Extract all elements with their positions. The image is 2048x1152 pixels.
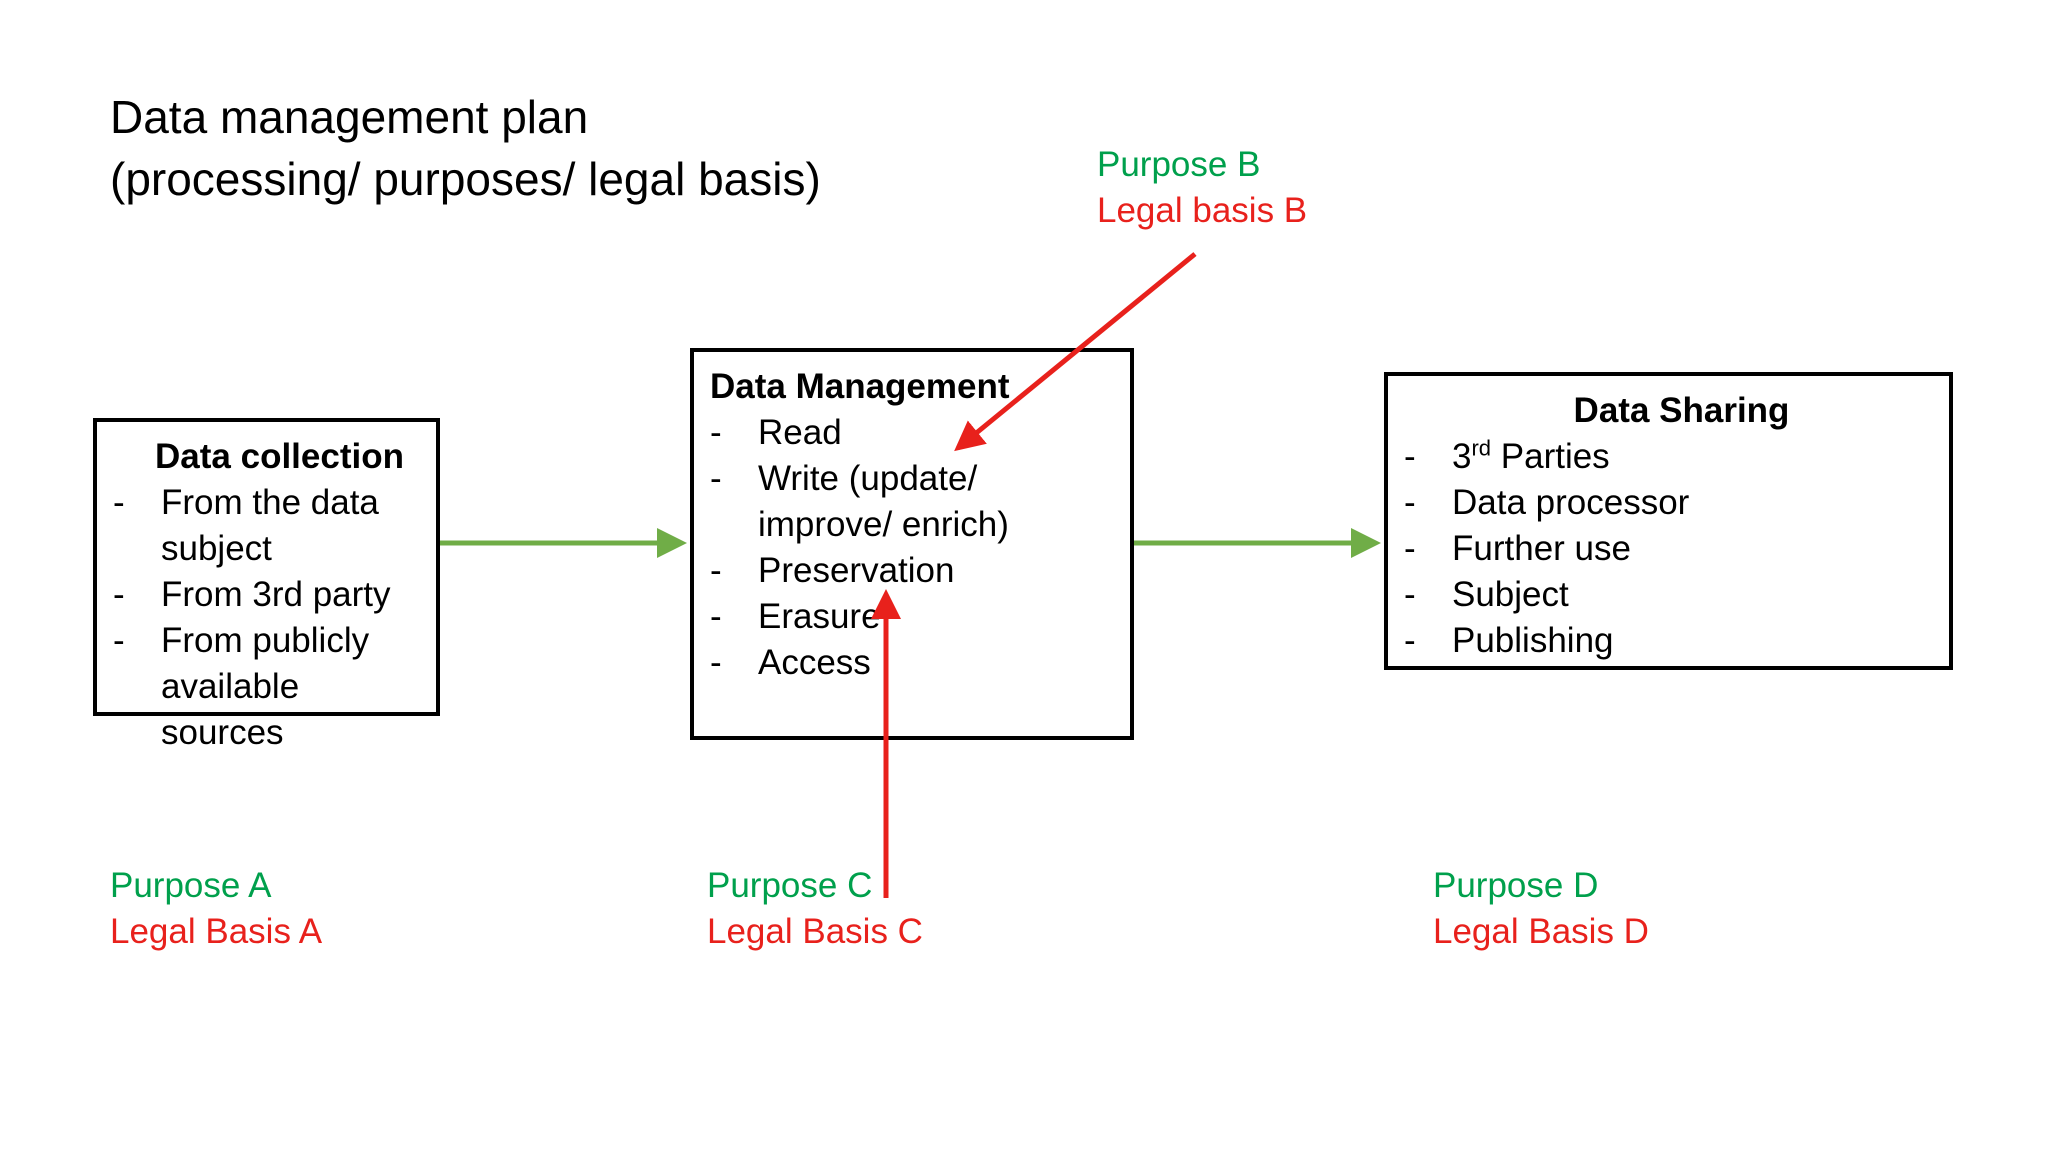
list-item: -From the data subject	[113, 480, 426, 572]
list-item: -Subject	[1404, 572, 1939, 618]
dash-bullet: -	[113, 621, 125, 660]
list-item-label: Further use	[1452, 529, 1631, 568]
dash-bullet: -	[710, 413, 722, 452]
purpose-d-label: Purpose D Legal Basis D	[1433, 863, 1649, 955]
data-sharing-title: Data Sharing	[1573, 391, 1790, 430]
legal-arrow-purpose-b	[954, 252, 1197, 452]
legal-basis-b-text: Legal basis B	[1097, 191, 1308, 230]
list-item-label: 3rd Parties	[1452, 437, 1610, 476]
data-collection-box: Data collection -From the data subject -…	[93, 418, 440, 752]
dash-bullet: -	[1404, 529, 1416, 568]
list-item-label: Erasure	[758, 597, 881, 636]
title-line-2: (processing/ purposes/ legal basis)	[110, 153, 821, 205]
list-item: -Publishing	[1404, 618, 1939, 664]
list-item: -Read	[710, 410, 1120, 456]
list-item: -Write (update/ improve/ enrich)	[710, 456, 1120, 548]
data-sharing-box: Data Sharing -3rd Parties -Data processo…	[1384, 372, 1953, 670]
list-item: -Access	[710, 640, 1120, 686]
list-item: -Preservation	[710, 548, 1120, 594]
list-item-label: Data processor	[1452, 483, 1690, 522]
list-item: -From 3rd party	[113, 572, 426, 618]
purpose-b-label: Purpose B Legal basis B	[1097, 142, 1307, 234]
list-item-label: From the data subject	[161, 483, 379, 568]
list-item-label: From publicly available sources	[161, 621, 370, 752]
ordinal-number: 3	[1452, 437, 1472, 476]
list-item-label: Write (update/ improve/ enrich)	[758, 459, 1009, 544]
list-item-label: Publishing	[1452, 621, 1614, 660]
data-management-box: Data Management -Read -Write (update/ im…	[690, 348, 1134, 740]
purpose-c-text: Purpose C	[707, 866, 873, 905]
purpose-a-text: Purpose A	[110, 866, 272, 905]
dash-bullet: -	[1404, 575, 1416, 614]
legal-basis-d-text: Legal Basis D	[1433, 912, 1649, 951]
purpose-c-label: Purpose C Legal Basis C	[707, 863, 923, 955]
ordinal-rest: Parties	[1491, 437, 1610, 476]
dash-bullet: -	[710, 597, 722, 636]
title-line-1: Data management plan	[110, 91, 589, 143]
dash-bullet: -	[113, 483, 125, 522]
data-sharing-list: -3rd Parties -Data processor -Further us…	[1404, 434, 1939, 664]
dash-bullet: -	[710, 551, 722, 590]
list-item-label: Access	[758, 643, 871, 682]
data-management-title: Data Management	[710, 367, 1010, 406]
legal-basis-a-text: Legal Basis A	[110, 912, 323, 951]
dash-bullet: -	[710, 459, 722, 498]
purpose-b-text: Purpose B	[1097, 145, 1261, 184]
dash-bullet: -	[1404, 437, 1416, 476]
list-item-label: From 3rd party	[161, 575, 391, 614]
legal-basis-c-text: Legal Basis C	[707, 912, 923, 951]
dash-bullet: -	[113, 575, 125, 614]
dash-bullet: -	[710, 643, 722, 682]
data-management-list: -Read -Write (update/ improve/ enrich) -…	[710, 410, 1120, 686]
list-item-label: Preservation	[758, 551, 955, 590]
page-title: Data management plan (processing/ purpos…	[110, 86, 821, 210]
data-collection-list: -From the data subject -From 3rd party -…	[113, 480, 426, 756]
dash-bullet: -	[1404, 483, 1416, 522]
purpose-a-label: Purpose A Legal Basis A	[110, 863, 322, 955]
data-collection-title: Data collection	[155, 437, 404, 476]
list-item: -Erasure	[710, 594, 1120, 640]
list-item-label: Subject	[1452, 575, 1569, 614]
list-item: -Further use	[1404, 526, 1939, 572]
list-item: -3rd Parties	[1404, 434, 1939, 480]
list-item: -From publicly available sources	[113, 618, 426, 756]
ordinal-suffix: rd	[1471, 435, 1492, 461]
purpose-d-text: Purpose D	[1433, 866, 1599, 905]
list-item-label: Read	[758, 413, 842, 452]
list-item: -Data processor	[1404, 480, 1939, 526]
dash-bullet: -	[1404, 621, 1416, 660]
